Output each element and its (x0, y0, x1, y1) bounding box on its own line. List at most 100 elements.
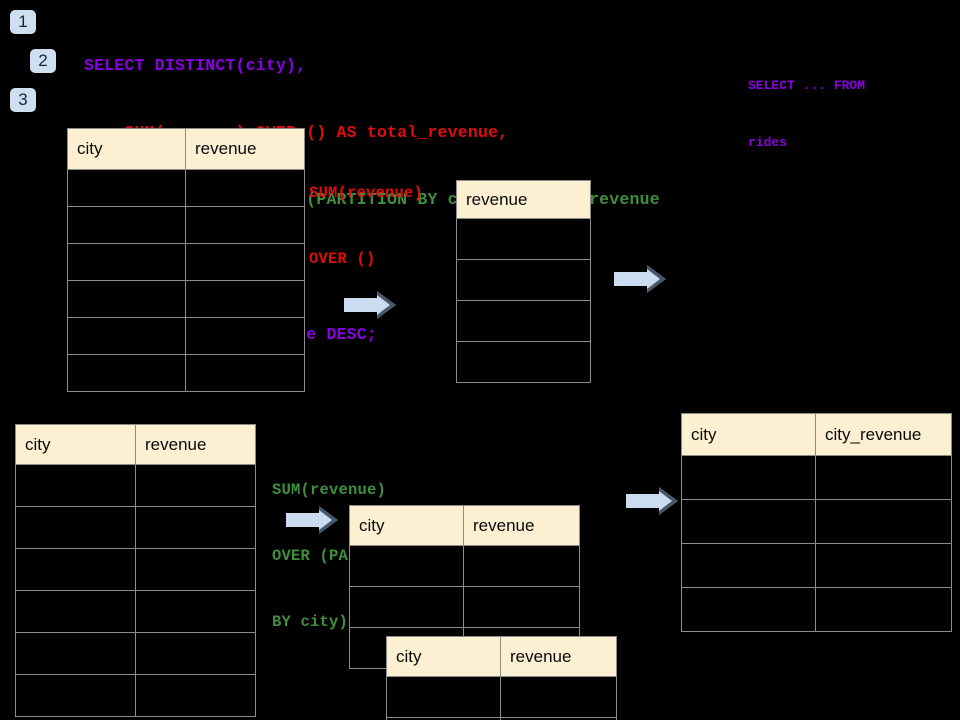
arrow-partition-to-result (626, 487, 678, 515)
annotation-total-line-1: SUM(revenue) (309, 184, 424, 202)
cell-city (67, 354, 186, 392)
column-header-revenue: revenue (500, 636, 617, 677)
table-row (681, 455, 952, 500)
cell-revenue (135, 464, 256, 507)
column-header-revenue: revenue (463, 505, 580, 546)
cell-revenue (456, 300, 591, 342)
sidenote-line-1: SELECT ... FROM (748, 78, 866, 93)
table-header-row: city revenue (386, 636, 617, 677)
partition-group-table-front: city revenue (386, 636, 617, 720)
sql-line-select: SELECT DISTINCT(city), (84, 55, 307, 75)
cell-revenue (135, 590, 256, 633)
cell-city (67, 280, 186, 318)
cell-revenue (185, 354, 305, 392)
cell-revenue (456, 218, 591, 260)
cell-city (15, 464, 136, 507)
cell-revenue (456, 341, 591, 383)
cell-city (67, 243, 186, 281)
cell-revenue (135, 548, 256, 591)
table-row (456, 300, 591, 342)
cell-revenue (185, 280, 305, 318)
table-row (67, 317, 305, 355)
table-row (386, 717, 617, 720)
cell-city (67, 206, 186, 244)
cell-revenue (185, 317, 305, 355)
cell-city (681, 455, 816, 500)
cell-city (15, 632, 136, 675)
cell-revenue (185, 206, 305, 244)
arrow-rides-to-revenue (344, 291, 396, 319)
table-row (67, 243, 305, 281)
cell-city-revenue (815, 455, 952, 500)
table-header-row: revenue (456, 180, 591, 219)
table-row (15, 548, 256, 591)
table-row (67, 206, 305, 244)
cell-city (386, 676, 501, 718)
table-row (681, 587, 952, 632)
result-table: city city_revenue (681, 413, 952, 632)
table-row (15, 590, 256, 633)
annotation-sum-over-empty: SUM(revenue) OVER () (309, 138, 423, 314)
column-header-city: city (15, 424, 136, 465)
cell-city (15, 674, 136, 717)
table-row (349, 586, 580, 628)
sidenote-select-from-rides: SELECT ... FROM rides (748, 38, 865, 190)
table-row (456, 218, 591, 260)
cell-city-revenue (815, 543, 952, 588)
cell-city (681, 543, 816, 588)
cell-city (681, 587, 816, 632)
cell-revenue (135, 506, 256, 549)
cell-revenue (500, 676, 617, 718)
revenue-column-table: revenue (456, 180, 591, 383)
table-header-row: city revenue (349, 505, 580, 546)
cell-city (15, 590, 136, 633)
column-header-city: city (67, 128, 186, 170)
cell-city (681, 499, 816, 544)
table-row (67, 280, 305, 318)
cell-city-revenue (815, 499, 952, 544)
arrow-revenue-to-total (614, 265, 666, 293)
cell-city (15, 548, 136, 591)
step-badge-3: 3 (10, 88, 36, 112)
table-row (681, 543, 952, 588)
table-row (15, 464, 256, 507)
cell-revenue (185, 243, 305, 281)
step-badge-2: 2 (30, 49, 56, 73)
cell-city (67, 317, 186, 355)
table-row (456, 341, 591, 383)
cell-revenue (185, 169, 305, 207)
table-row (15, 674, 256, 717)
table-row (456, 259, 591, 301)
column-header-city: city (386, 636, 501, 677)
table-row (15, 506, 256, 549)
column-header-city: city (349, 505, 464, 546)
table-row (67, 354, 305, 392)
table-header-row: city revenue (15, 424, 256, 465)
rides-source-table-bottom: city revenue (15, 424, 256, 717)
cell-revenue (463, 586, 580, 628)
cell-revenue (135, 674, 256, 717)
column-header-city: city (681, 413, 816, 456)
rides-source-table-top: city revenue (67, 128, 305, 392)
table-row (67, 169, 305, 207)
cell-city (349, 545, 464, 587)
table-row (15, 632, 256, 675)
cell-revenue (456, 259, 591, 301)
table-row (681, 499, 952, 544)
column-header-revenue: revenue (456, 180, 591, 219)
annotation-total-line-2: OVER () (309, 250, 376, 268)
annotation-city-line-1: SUM(revenue) (272, 481, 387, 499)
table-header-row: city revenue (67, 128, 305, 170)
column-header-city-revenue: city_revenue (815, 413, 952, 456)
column-header-revenue: revenue (185, 128, 305, 170)
cell-city (67, 169, 186, 207)
cell-city (349, 586, 464, 628)
cell-city-revenue (815, 587, 952, 632)
sidenote-line-2: rides (748, 135, 788, 150)
column-header-revenue: revenue (135, 424, 256, 465)
table-row (349, 545, 580, 587)
arrow-rides-to-partition (286, 506, 338, 534)
cell-revenue (135, 632, 256, 675)
table-header-row: city city_revenue (681, 413, 952, 456)
